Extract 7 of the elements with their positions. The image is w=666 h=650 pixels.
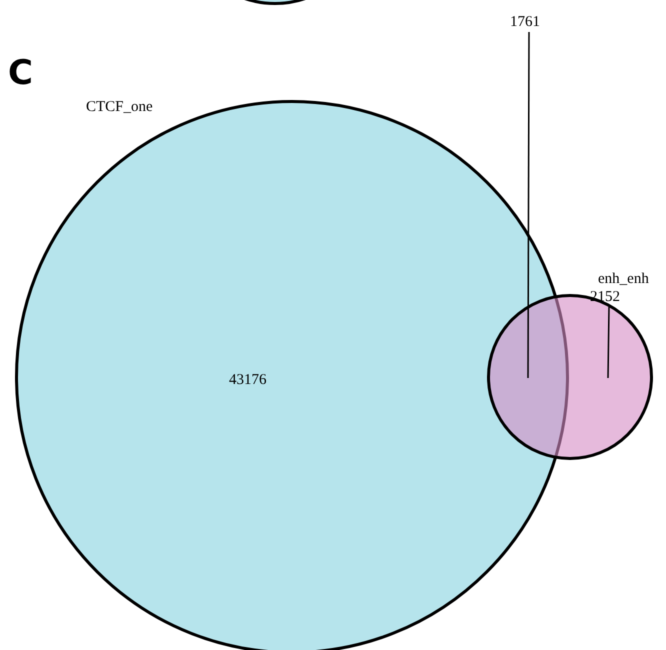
leader-line bbox=[607, 306, 610, 378]
count-label: 43176 bbox=[229, 372, 266, 388]
set-label: enh_enh bbox=[598, 271, 649, 287]
panel-letter: C bbox=[8, 55, 33, 91]
set-label: CTCF_one bbox=[86, 99, 153, 115]
count-label: 1761 bbox=[510, 14, 540, 30]
leader-line bbox=[527, 32, 530, 378]
